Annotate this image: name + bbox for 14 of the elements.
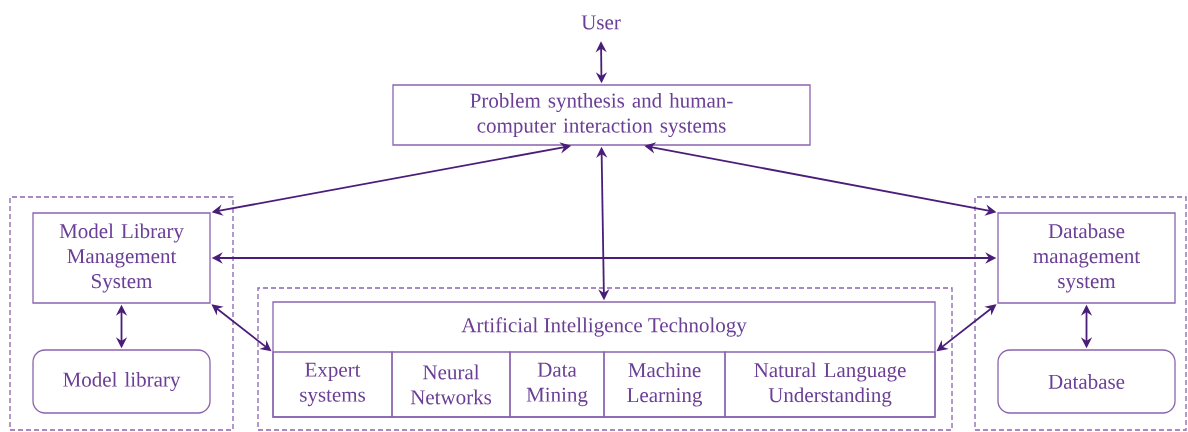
process-box: Model Library Management System	[32, 212, 211, 304]
store-box: Model library	[32, 349, 211, 414]
dashed-group-frame	[9, 196, 234, 431]
actor-label: User	[581, 15, 621, 30]
process-box: Database management system	[997, 212, 1176, 304]
process-box: Natural Language Understanding	[724, 351, 936, 418]
process-box: Data Mining	[509, 351, 605, 418]
dashed-group-frame	[974, 196, 1187, 431]
process-box: Machine Learning	[603, 351, 726, 418]
process-box: Neural Networks	[391, 351, 511, 418]
process-box: Problem synthesis and human-computer interaction systems	[392, 84, 811, 146]
store-box: Database	[997, 349, 1176, 414]
dashed-group-frame	[257, 287, 953, 431]
process-box: Expert systems	[272, 351, 393, 418]
